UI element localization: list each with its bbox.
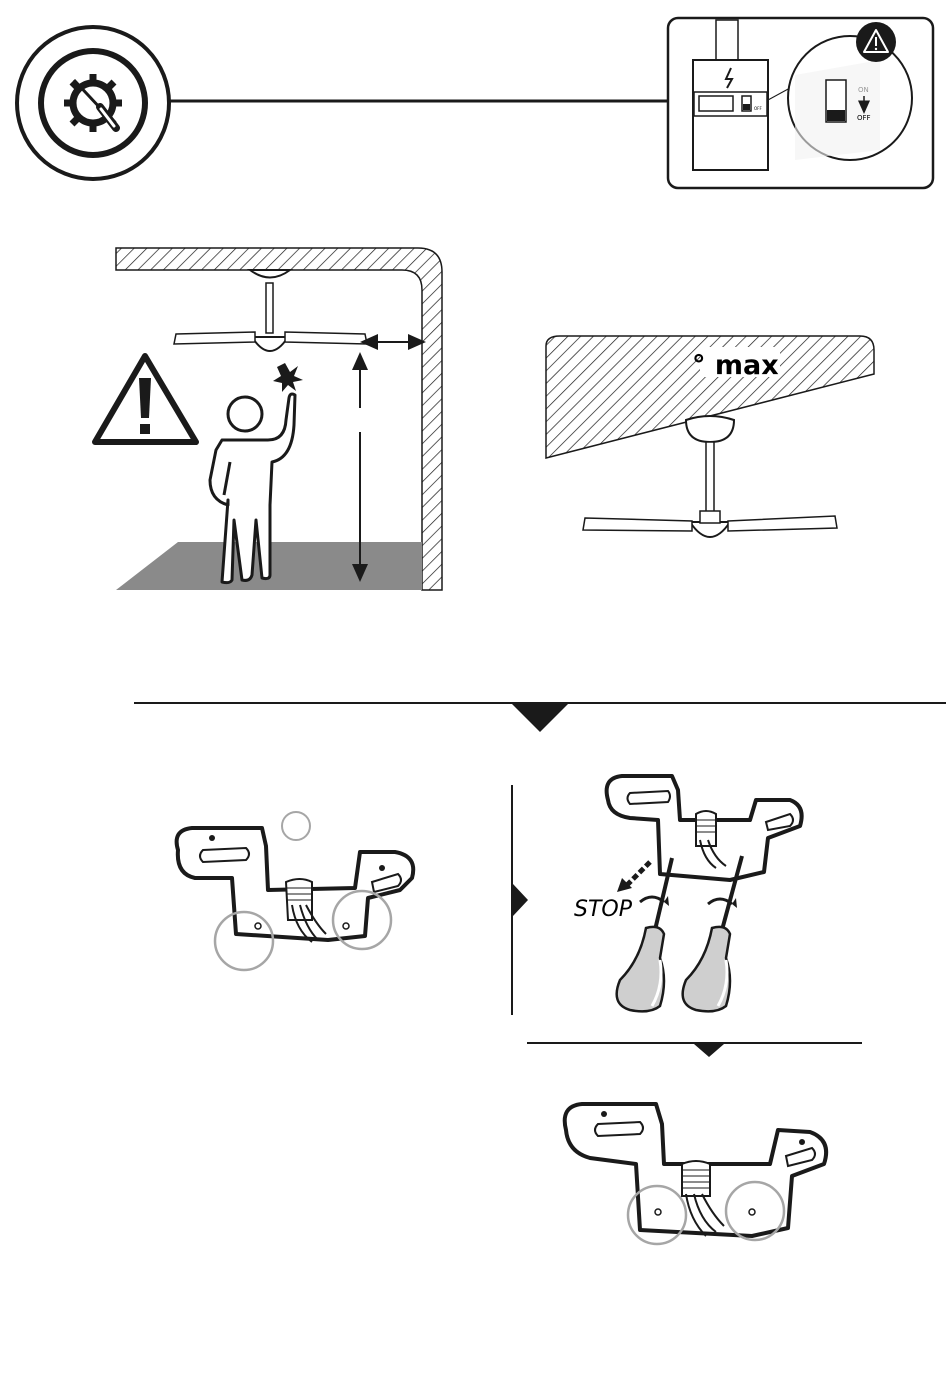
- stop-arrow: [626, 862, 650, 886]
- triangle-right-icon: [513, 884, 528, 916]
- mounting-bracket-step-1: [177, 812, 414, 970]
- impact-spark-icon: [273, 363, 303, 392]
- triangle-down-icon: [694, 1044, 724, 1057]
- stop-label: STOP: [574, 897, 633, 922]
- mounting-bracket-step-3: [565, 1104, 826, 1244]
- breaker-panel: OFF ON OFF: [668, 18, 933, 188]
- sloped-ceiling-illustration: ° max: [546, 336, 874, 537]
- mounting-bracket-step-2: STOP: [574, 776, 802, 1011]
- breaker-small-label: OFF: [754, 106, 762, 111]
- tools-badge: [17, 27, 169, 179]
- max-angle-label: ° max: [692, 350, 779, 381]
- room-clearance-illustration: [95, 248, 442, 590]
- breaker-on-label: ON: [858, 86, 869, 94]
- part-callout-circle: [282, 812, 310, 840]
- triangle-down-icon: [512, 704, 568, 732]
- breaker-off-label: OFF: [857, 114, 871, 122]
- warning-triangle-icon: [95, 356, 196, 442]
